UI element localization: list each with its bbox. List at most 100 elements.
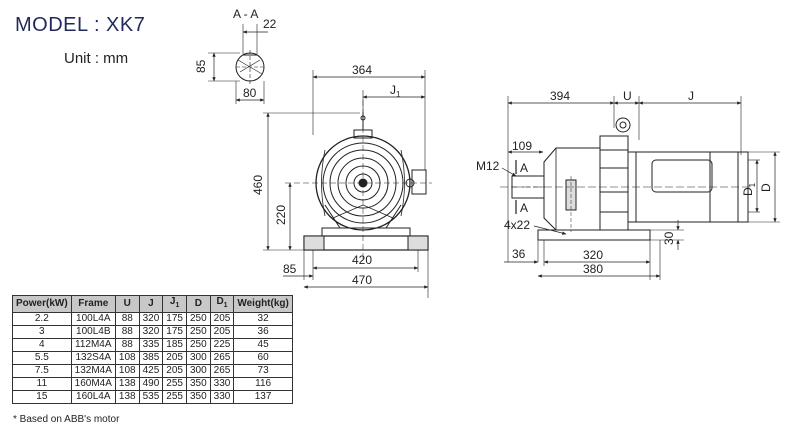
cell-j: 320 bbox=[138, 312, 164, 326]
dim-center-height: 220 bbox=[274, 205, 288, 225]
cell-u: 88 bbox=[114, 338, 140, 352]
cell-u: 138 bbox=[114, 377, 140, 391]
cell-u: 108 bbox=[114, 364, 140, 378]
spec-table-header-row: Power(kW) Frame U J J1 D D1 Weight(kg) bbox=[12, 295, 293, 313]
section-label: A - A bbox=[233, 7, 258, 21]
table-row: 5.5 132S4A 108 385 205 300 265 60 bbox=[12, 351, 293, 365]
footnote: * Based on ABB's motor bbox=[13, 414, 120, 425]
cell-d: 300 bbox=[185, 364, 211, 378]
cell-j: 335 bbox=[138, 338, 164, 352]
dim-section-height: 85 bbox=[194, 59, 208, 73]
dim-front-height: 460 bbox=[251, 175, 265, 195]
header-d1: D1 bbox=[209, 295, 235, 313]
header-power: Power(kW) bbox=[12, 295, 72, 313]
dim-d: D bbox=[759, 183, 773, 192]
dim-side-u: U bbox=[623, 89, 632, 103]
cell-j1: 255 bbox=[162, 390, 187, 404]
dim-side-holes: 4x22 bbox=[504, 218, 530, 232]
cell-frame: 112M4A bbox=[70, 338, 116, 352]
header-j: J bbox=[138, 295, 164, 313]
header-frame: Frame bbox=[70, 295, 116, 313]
cell-j1: 255 bbox=[162, 377, 187, 391]
dim-d1: D1 bbox=[741, 182, 757, 196]
cell-j1: 205 bbox=[162, 364, 187, 378]
cell-j1: 185 bbox=[162, 338, 187, 352]
cell-frame: 132M4A bbox=[70, 364, 116, 378]
cell-power: 15 bbox=[12, 390, 72, 404]
dim-base-outer: 470 bbox=[352, 273, 372, 287]
dim-side-30: 30 bbox=[662, 231, 676, 245]
section-view-aa: A - A 22 85 80 bbox=[194, 7, 277, 104]
dim-side-320: 320 bbox=[583, 248, 603, 262]
header-j1: J1 bbox=[162, 295, 187, 313]
cell-power: 4 bbox=[12, 338, 72, 352]
cell-d: 250 bbox=[185, 325, 211, 339]
cell-weight: 36 bbox=[233, 325, 293, 339]
side-view: 394 U J 109 M12 A A bbox=[476, 89, 780, 280]
cell-u: 88 bbox=[114, 312, 140, 326]
cell-d: 350 bbox=[185, 377, 211, 391]
cell-power: 3 bbox=[12, 325, 72, 339]
cell-d1: 225 bbox=[209, 338, 235, 352]
spec-table: Power(kW) Frame U J J1 D D1 Weight(kg) 2… bbox=[12, 295, 293, 404]
cell-d: 300 bbox=[185, 351, 211, 365]
cell-d1: 330 bbox=[209, 377, 235, 391]
cell-j1: 205 bbox=[162, 351, 187, 365]
cell-d1: 205 bbox=[209, 312, 235, 326]
cell-j: 490 bbox=[138, 377, 164, 391]
cell-frame: 160L4A bbox=[70, 390, 116, 404]
dim-front-width: 364 bbox=[352, 63, 372, 77]
cell-d1: 330 bbox=[209, 390, 235, 404]
table-row: 15 160L4A 138 535 255 350 330 137 bbox=[12, 390, 293, 404]
dim-side-j: J bbox=[688, 89, 694, 103]
technical-drawing: A - A 22 85 80 bbox=[194, 7, 780, 298]
cell-d: 250 bbox=[185, 338, 211, 352]
table-row: 7.5 132M4A 108 425 205 300 265 73 bbox=[12, 364, 293, 378]
cell-d: 350 bbox=[185, 390, 211, 404]
cell-frame: 100L4A bbox=[70, 312, 116, 326]
cell-j1: 175 bbox=[162, 312, 187, 326]
table-row: 4 112M4A 88 335 185 250 225 45 bbox=[12, 338, 293, 352]
cell-weight: 60 bbox=[233, 351, 293, 365]
cell-power: 5.5 bbox=[12, 351, 72, 365]
cell-frame: 132S4A bbox=[70, 351, 116, 365]
cell-d1: 265 bbox=[209, 351, 235, 365]
cell-weight: 32 bbox=[233, 312, 293, 326]
header-d: D bbox=[185, 295, 211, 313]
cell-weight: 137 bbox=[233, 390, 293, 404]
dim-side-109: 109 bbox=[512, 139, 532, 153]
cell-j: 425 bbox=[138, 364, 164, 378]
dim-side-394: 394 bbox=[550, 89, 570, 103]
cell-j: 320 bbox=[138, 325, 164, 339]
dim-section-bottom: 80 bbox=[243, 86, 257, 100]
front-view: 364 J1 bbox=[251, 63, 432, 298]
dim-side-380: 380 bbox=[583, 262, 603, 276]
cell-power: 7.5 bbox=[12, 364, 72, 378]
cell-weight: 116 bbox=[233, 377, 293, 391]
cell-d1: 205 bbox=[209, 325, 235, 339]
table-row: 3 100L4B 88 320 175 250 205 36 bbox=[12, 325, 293, 339]
cell-j1: 175 bbox=[162, 325, 187, 339]
dim-j1: J1 bbox=[390, 83, 401, 99]
dim-base-inner: 420 bbox=[352, 253, 372, 267]
cell-power: 11 bbox=[12, 377, 72, 391]
header-weight: Weight(kg) bbox=[233, 295, 293, 313]
section-mark-top: A bbox=[520, 161, 528, 175]
cell-weight: 73 bbox=[233, 364, 293, 378]
cell-power: 2.2 bbox=[12, 312, 72, 326]
cell-frame: 160M4A bbox=[70, 377, 116, 391]
cell-j: 385 bbox=[138, 351, 164, 365]
header-u: U bbox=[114, 295, 140, 313]
unit-label: Unit : mm bbox=[64, 50, 129, 67]
dim-side-36: 36 bbox=[512, 247, 526, 261]
cell-j: 535 bbox=[138, 390, 164, 404]
cell-d1: 265 bbox=[209, 364, 235, 378]
table-row: 2.2 100L4A 88 320 175 250 205 32 bbox=[12, 312, 293, 326]
dim-foot-edge: 85 bbox=[283, 262, 297, 276]
thread-label: M12 bbox=[476, 159, 500, 173]
dim-key-width: 22 bbox=[263, 17, 277, 31]
table-row: 11 160M4A 138 490 255 350 330 116 bbox=[12, 377, 293, 391]
cell-d: 250 bbox=[185, 312, 211, 326]
cell-u: 88 bbox=[114, 325, 140, 339]
